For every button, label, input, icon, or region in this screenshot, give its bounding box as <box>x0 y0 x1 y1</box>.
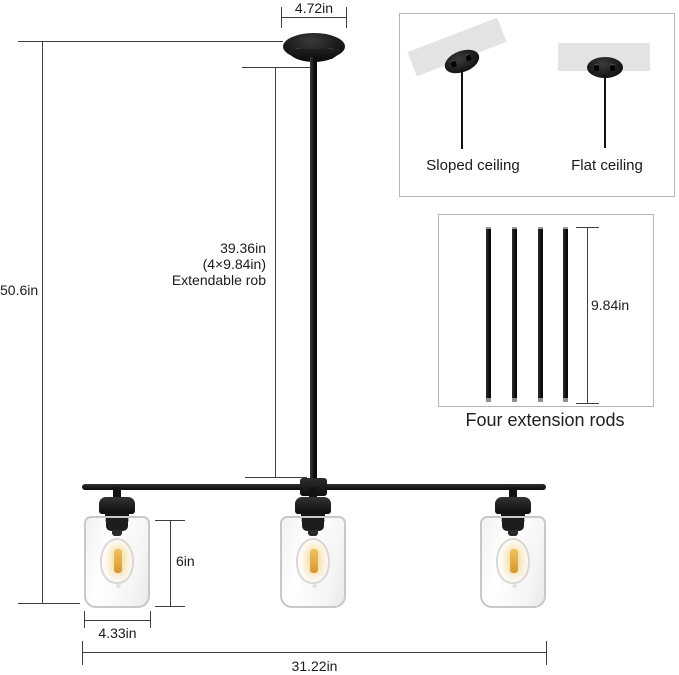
canopy-width-dimension-label: 4.72in <box>294 0 334 16</box>
extension-rod-2 <box>512 227 517 402</box>
pendant-socket <box>495 497 531 514</box>
shade-height-tick-bottom <box>155 606 185 607</box>
canopy-width-dimension-line <box>281 17 347 18</box>
flat-canopy-screw-left <box>594 64 599 71</box>
glass-shade <box>480 516 546 608</box>
filament-bulb <box>496 538 530 584</box>
flat-canopy-screw-right <box>610 64 615 71</box>
pendant-stem <box>309 487 317 498</box>
bulb-filament <box>510 549 518 573</box>
canopy-width-tick-left <box>281 7 282 28</box>
shade-diameter-dimension-label: 4.33in <box>98 625 137 641</box>
extension-rods-caption: Four extension rods <box>465 410 625 430</box>
inner-socket <box>106 518 128 531</box>
rod-length-dimension-label: 39.36in (4×9.84in) Extendable rob <box>140 240 266 288</box>
pendant-left <box>84 487 150 612</box>
fixture-width-tick-right <box>546 641 547 665</box>
glass-highlight <box>312 584 317 588</box>
shade-diameter-dimension-line <box>84 620 151 621</box>
filament-bulb <box>296 538 330 584</box>
rod-length-dimension-line <box>275 67 276 477</box>
flat-ceiling-label: Flat ceiling <box>571 157 643 174</box>
pendant-stem <box>113 487 121 498</box>
downrod <box>310 57 317 486</box>
inner-socket-tip <box>112 530 122 536</box>
glass-shade <box>84 516 150 608</box>
sloped-ceiling-label: Sloped ceiling <box>426 157 520 174</box>
fixture-width-dimension-label: 31.22in <box>291 658 338 674</box>
pendant-center <box>280 487 346 612</box>
canopy-lip <box>289 49 339 62</box>
pendant-stem <box>509 487 517 498</box>
overall-height-dimension-line <box>42 41 43 604</box>
rod-length-caption: Extendable rob <box>171 272 266 288</box>
rod-length-detail: (4×9.84in) <box>202 256 266 272</box>
rod-length-ext-bottom <box>245 477 307 478</box>
extension-rod-length-label: 9.84in <box>591 297 630 313</box>
extension-rods-box: 9.84in <box>438 214 654 407</box>
extension-rod-4 <box>563 227 568 402</box>
pendant-socket <box>99 497 135 514</box>
fixture-width-tick-left <box>82 641 83 665</box>
rod-length-ext-top <box>242 67 312 68</box>
overall-height-ext-bottom <box>18 603 80 604</box>
fixture-width-dimension-line <box>82 652 547 653</box>
inner-socket <box>302 518 324 531</box>
rod-dim-tick-bottom <box>576 403 599 404</box>
overall-height-dimension-label: 50.6in <box>0 282 39 298</box>
bulb-filament <box>310 549 318 573</box>
inner-socket-tip <box>508 530 518 536</box>
glass-highlight <box>512 584 517 588</box>
shade-diameter-tick-right <box>150 611 151 628</box>
flat-ceiling-rod <box>604 74 606 148</box>
extension-rod-3 <box>538 227 543 402</box>
shade-height-dimension-label: 6in <box>176 553 195 569</box>
canopy-width-tick-right <box>346 7 347 28</box>
shade-diameter-tick-left <box>84 611 85 628</box>
overall-height-ext-top <box>18 41 283 42</box>
bulb-filament <box>114 549 122 573</box>
glass-highlight <box>116 584 121 588</box>
ceiling-options-box: Sloped ceiling Flat ceiling <box>399 13 675 197</box>
inner-socket <box>502 518 524 531</box>
filament-bulb <box>100 538 134 584</box>
glass-shade <box>280 516 346 608</box>
inner-socket-tip <box>308 530 318 536</box>
shade-height-dimension-line <box>170 520 171 607</box>
rod-length-value: 39.36in <box>220 240 266 256</box>
rod-dim-line <box>587 227 588 403</box>
pendant-socket <box>295 497 331 514</box>
pendant-right <box>480 487 546 612</box>
flat-ceiling-canopy <box>587 57 623 78</box>
extension-rod-1 <box>486 227 491 402</box>
sloped-ceiling-rod <box>461 69 463 149</box>
